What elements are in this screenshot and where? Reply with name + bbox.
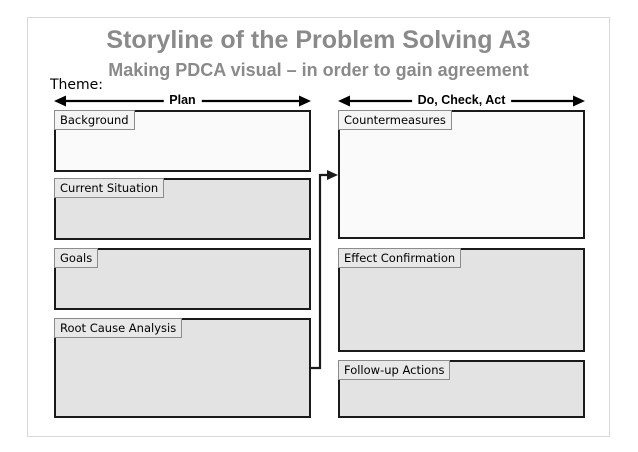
page-title: Storyline of the Problem Solving A3 [106, 26, 531, 54]
section-box-goals[interactable]: Goals [54, 248, 311, 310]
section-box-root-cause-analysis[interactable]: Root Cause Analysis [54, 318, 311, 418]
phase-label-plan: Plan [163, 92, 202, 108]
section-box-background[interactable]: Background [54, 110, 311, 172]
section-label-goals: Goals [54, 248, 99, 268]
section-box-current-situation[interactable]: Current Situation [54, 178, 311, 240]
section-label-countermeasures: Countermeasures [338, 110, 452, 130]
phase-arrow-plan: Plan [54, 92, 311, 110]
section-box-countermeasures[interactable]: Countermeasures [338, 110, 585, 239]
page-subtitle: Making PDCA visual – in order to gain ag… [108, 60, 529, 80]
section-box-effect-confirmation[interactable]: Effect Confirmation [338, 248, 585, 352]
section-label-root-cause-analysis: Root Cause Analysis [54, 318, 183, 338]
section-label-current-situation: Current Situation [54, 178, 165, 198]
section-label-background: Background [54, 110, 135, 130]
section-label-effect-confirmation: Effect Confirmation [338, 248, 462, 268]
theme-label: Theme: [50, 77, 104, 93]
connector-arrow-icon [311, 170, 338, 370]
section-label-follow-up-actions: Follow-up Actions [338, 360, 451, 380]
phase-label-do-check-act: Do, Check, Act [411, 92, 512, 108]
section-box-follow-up-actions[interactable]: Follow-up Actions [338, 360, 585, 418]
phase-arrow-do-check-act: Do, Check, Act [338, 92, 585, 110]
